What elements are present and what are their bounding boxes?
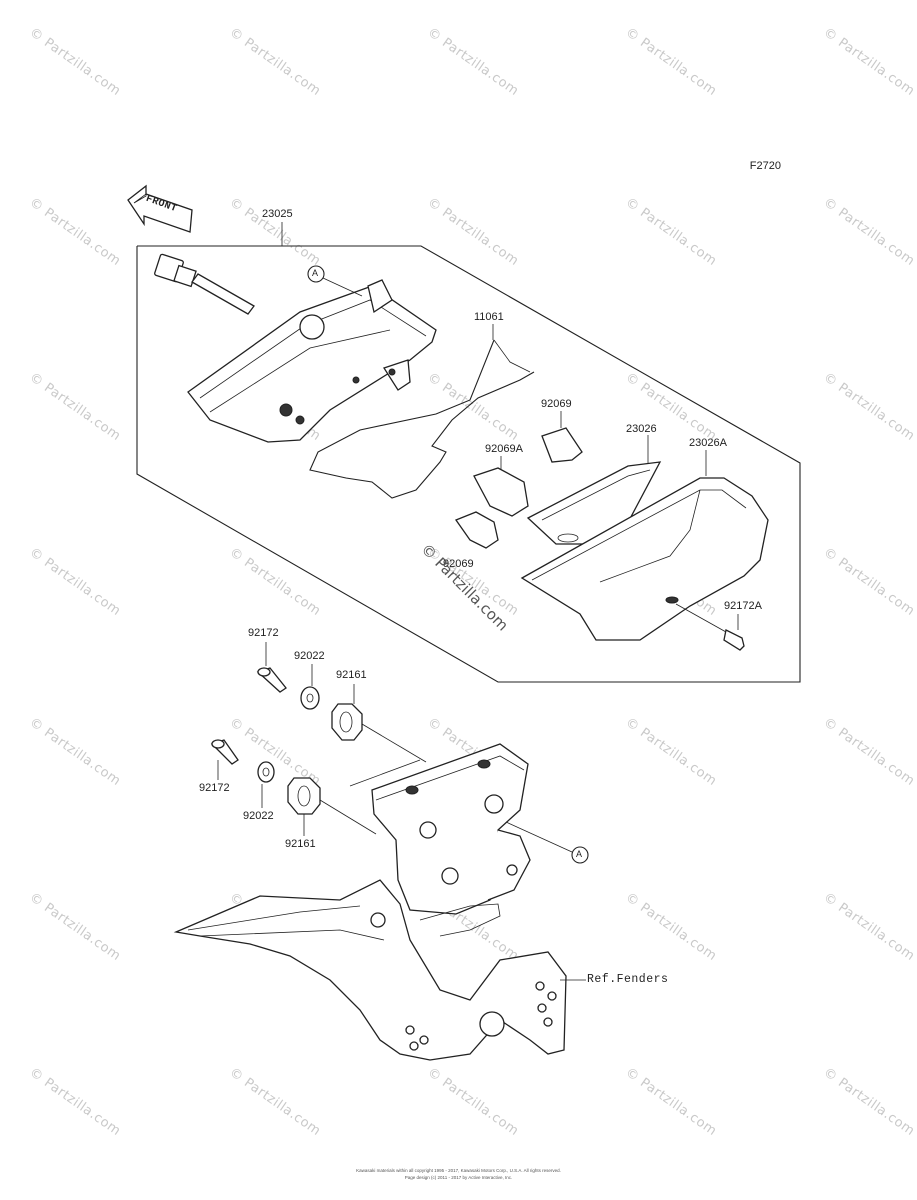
part-label-92022-top: 92022 [294, 650, 325, 662]
grommet-92161-top [331, 703, 363, 741]
fender-bracket [371, 743, 531, 915]
part-label-23026a: 23026A [689, 437, 727, 449]
part-label-92172-top: 92172 [248, 627, 279, 639]
assembly-outline [136, 245, 801, 683]
screw-92172-top [256, 667, 287, 693]
part-label-92161-top: 92161 [336, 669, 367, 681]
footer-design: Page design (c) 2011 - 2017 by Active In… [404, 1175, 513, 1180]
bulb-92069-bottom [454, 511, 499, 549]
washer-92022-top [300, 686, 320, 710]
part-label-92161-bottom: 92161 [285, 838, 316, 850]
part-label-92069-bottom: 92069 [443, 558, 474, 570]
ref-fenders-label: Ref.Fenders [587, 973, 669, 986]
fender-body [173, 879, 567, 1061]
bulb-92069a [473, 467, 529, 517]
callout-a-top-label: A [312, 268, 319, 278]
part-label-11061: 11061 [474, 311, 504, 323]
part-label-92172-bottom: 92172 [199, 782, 230, 794]
diagram-code: F2720 [749, 160, 781, 172]
callout-a-lower-label: A [576, 849, 583, 859]
front-arrow-icon [127, 184, 193, 233]
screw-92172a [675, 603, 745, 651]
washer-92022-bottom [257, 761, 275, 783]
part-label-23026: 23026 [626, 423, 657, 435]
callout-a-top [307, 265, 325, 283]
grommet-92161-bottom [287, 777, 321, 815]
bulb-92069-top [541, 427, 583, 463]
part-label-92172a: 92172A [724, 600, 762, 612]
part-label-23025: 23025 [262, 208, 293, 220]
callout-a-lower [571, 846, 589, 864]
part-label-92069a: 92069A [485, 443, 523, 455]
footer-copyright: Kawasaki materials within all copyright … [356, 1168, 561, 1173]
wire-11061 [309, 339, 535, 499]
part-label-92022-bottom: 92022 [243, 810, 274, 822]
housing-23026a [520, 477, 769, 641]
screw-92172-bottom [210, 739, 239, 765]
tail-light-assembly [154, 253, 437, 443]
part-label-92069-top: 92069 [541, 398, 572, 410]
